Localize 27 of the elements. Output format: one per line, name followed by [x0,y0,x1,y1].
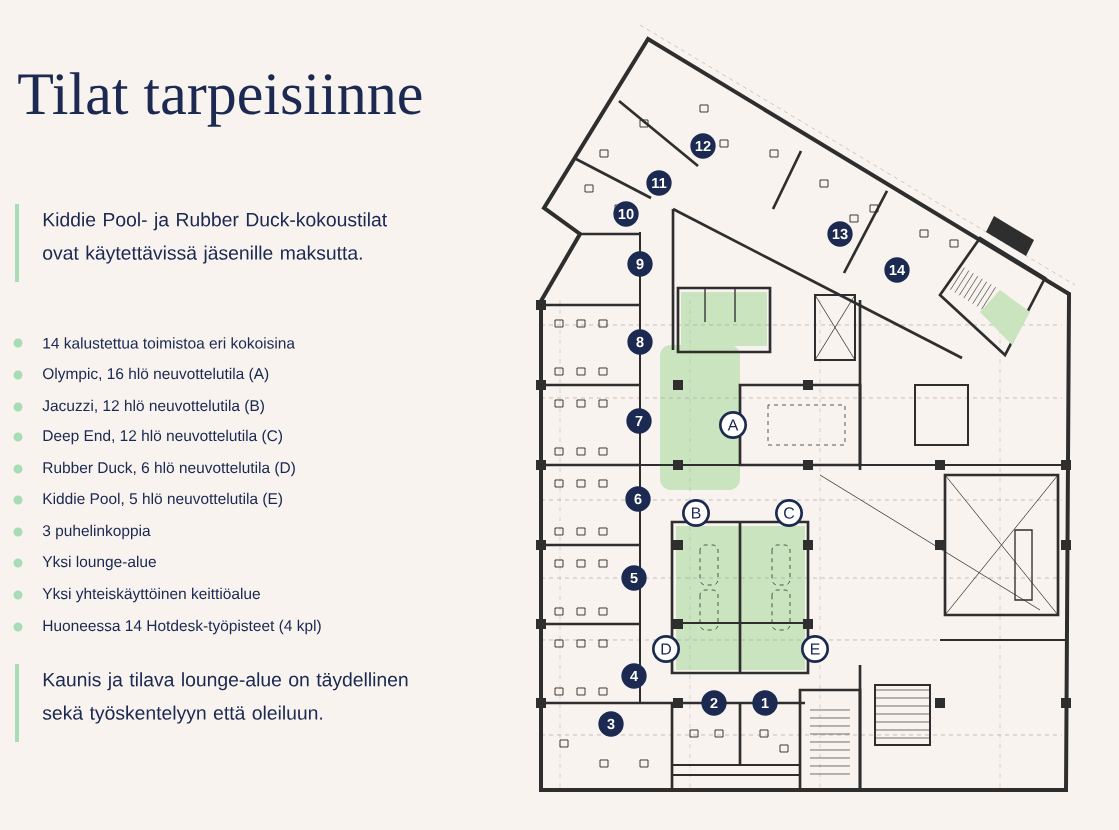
list-item: Olympic, 16 hlö neuvottelutila (A) [43,367,269,383]
list-item: Rubber Duck, 6 hlö neuvottelutila (D) [43,461,295,477]
callout-number: 11 [646,170,672,196]
list-item: Deep End, 12 hlö neuvottelutila (C) [43,429,282,445]
list-item: Huoneessa 14 Hotdesk-työpisteet (4 kpl) [43,619,321,635]
list-item: 3 puhelinkoppia [42,524,151,540]
callout-number: 8 [627,329,653,355]
callout-number: 6 [625,486,651,512]
callout-number: 3 [598,711,624,737]
callout-number: 2 [701,690,727,716]
callout-number: 12 [690,133,716,159]
callout-number: 9 [627,251,653,277]
list-item: Kiddie Pool, 5 hlö neuvottelutila (E) [43,492,282,508]
callout-number: 5 [621,565,647,591]
list-item: Jacuzzi, 12 hlö neuvottelutila (B) [42,399,264,415]
paragraph: Kiddie Pool- ja Rubber Duck-kokoustilat ovat käytettävissä jäsenille maksutta. [43,212,387,264]
paragraph: Kaunis ja tilava lounge-alue on täydellinen sekä työskentelyyn että oleiluun. [42,672,408,724]
list-item: Yksi yhteiskäyttöinen keittiöalue [42,587,260,603]
callout-number: 10 [613,201,639,227]
list-item: 14 kalustettua toimistoa eri kokoisina [43,337,295,349]
title: Tilat tarpeisiinne [18,72,422,127]
callout-number: 1 [752,690,778,716]
list-item: Yksi lounge-alue [42,555,156,571]
callout-number: 4 [621,663,647,689]
callout-number: 7 [626,408,652,434]
callout-number: 14 [884,257,910,283]
callout-number: 13 [827,221,853,247]
